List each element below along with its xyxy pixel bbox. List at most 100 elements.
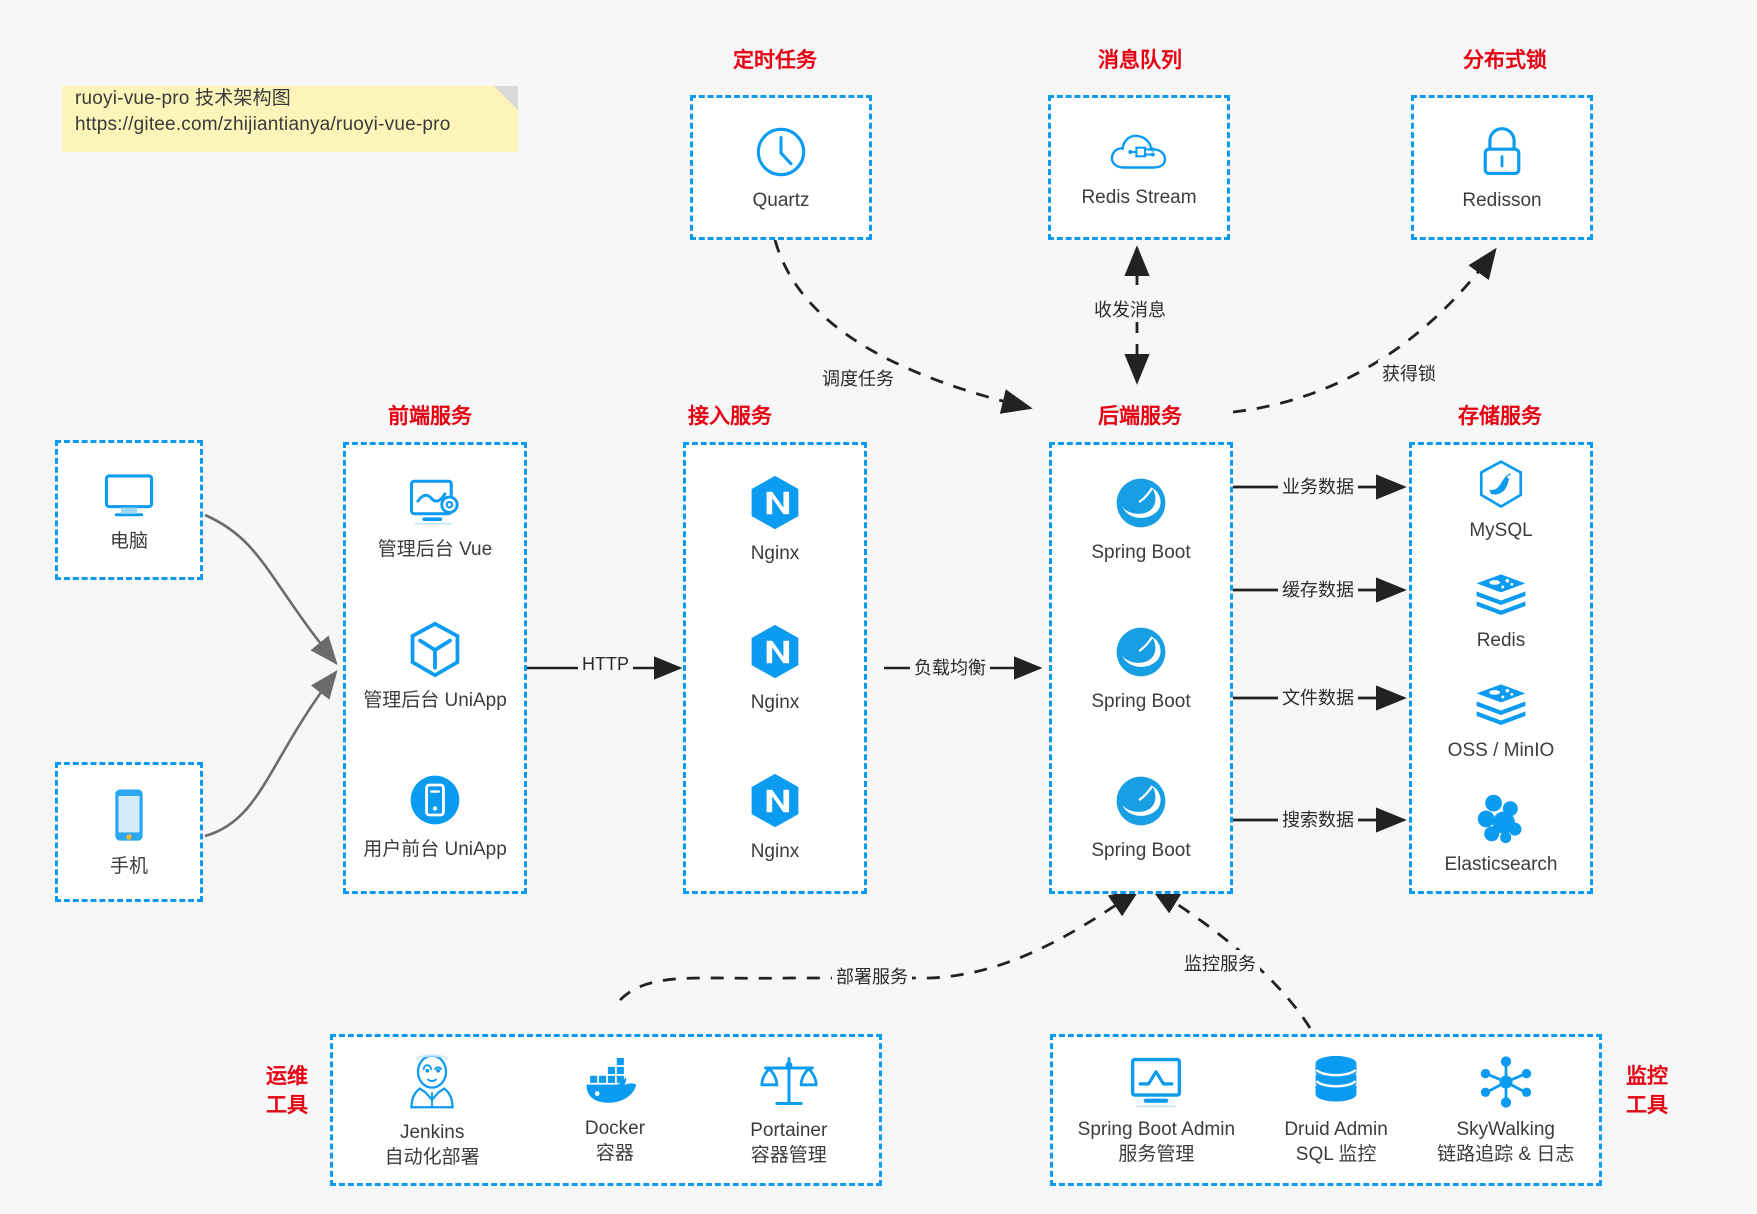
group-title-distributed-lock: 分布式锁: [1463, 49, 1547, 72]
edge-label-file-data: 文件数据: [1278, 684, 1358, 710]
group-box-frontend: 管理后台 Vue 管理后台 UniApp 用户前台 UniApp: [343, 442, 527, 894]
edge-label-send-receive-message: 收发消息: [1090, 296, 1170, 322]
group-box-backend: Spring Boot Spring Boot Spring Boot: [1049, 442, 1233, 894]
group-title-devops: 运维 工具: [252, 1062, 322, 1120]
node-jenkins[interactable]: Jenkins 自动化部署: [385, 1051, 480, 1170]
node-druid-admin[interactable]: Druid Admin SQL 监控: [1284, 1054, 1388, 1167]
node-spring-boot-1[interactable]: Spring Boot: [1091, 473, 1191, 565]
note-line-1: ruoyi-vue-pro 技术架构图: [75, 88, 292, 109]
edge-label-business-data: 业务数据: [1278, 473, 1358, 499]
node-redisson[interactable]: Redisson: [1462, 123, 1542, 213]
group-title-storage: 存储服务: [1458, 405, 1542, 428]
node-elasticsearch[interactable]: Elasticsearch: [1445, 791, 1558, 877]
node-label-mobile: 手机: [109, 856, 148, 877]
group-title-message-queue: 消息队列: [1098, 49, 1182, 72]
node-label-quartz: Quartz: [752, 189, 810, 211]
group-title-backend: 后端服务: [1098, 405, 1182, 428]
node-label-mysql: MySQL: [1469, 520, 1533, 541]
database-icon: [1315, 1055, 1357, 1102]
edge-label-schedule-task: 调度任务: [818, 365, 898, 391]
node-sublabel-jenkins: 自动化部署: [384, 1146, 480, 1168]
node-label-elasticsearch: Elasticsearch: [1444, 854, 1558, 875]
node-label-nginx-1: Nginx: [750, 543, 800, 565]
edge-label-cache-data: 缓存数据: [1278, 576, 1358, 602]
node-nginx-3[interactable]: Nginx: [746, 770, 804, 864]
node-label-nginx-3: Nginx: [750, 840, 800, 862]
edge-label-acquire-lock: 获得锁: [1378, 360, 1440, 386]
node-mysql[interactable]: MySQL: [1469, 459, 1533, 543]
group-title-monitor: 监控 工具: [1612, 1062, 1682, 1120]
node-label-skywalking: SkyWalking: [1456, 1118, 1555, 1140]
node-label-redisson: Redisson: [1462, 189, 1542, 211]
node-docker[interactable]: Docker 容器: [583, 1055, 647, 1166]
node-desktop[interactable]: 电脑: [98, 466, 160, 554]
group-box-client-mobile: 手机: [55, 762, 203, 902]
group-title-frontend: 前端服务: [388, 405, 472, 428]
node-label-docker: Docker: [584, 1117, 646, 1139]
diagram-note: ruoyi-vue-pro 技术架构图 https://gitee.com/zh…: [62, 86, 518, 152]
mysql-icon: [1479, 460, 1523, 509]
skywalking-icon: [1480, 1055, 1531, 1108]
nginx-icon: [751, 624, 799, 679]
group-box-client-desktop: 电脑: [55, 440, 203, 580]
phone-circle-icon: [410, 775, 460, 825]
group-title-devops-line-2: 工具: [266, 1094, 308, 1117]
node-spring-boot-2[interactable]: Spring Boot: [1091, 622, 1191, 714]
node-mobile[interactable]: 手机: [107, 785, 151, 879]
node-user-uniapp[interactable]: 用户前台 UniApp: [363, 770, 507, 862]
group-box-message-queue: Redis Stream: [1048, 95, 1230, 240]
node-oss-minio[interactable]: OSS / MinIO: [1447, 681, 1555, 763]
group-title-monitor-line-2: 工具: [1626, 1094, 1668, 1117]
node-label-redis: Redis: [1476, 630, 1526, 651]
note-fold-icon: [494, 86, 518, 110]
redis-icon: [1476, 574, 1526, 615]
node-label-admin-vue: 管理后台 Vue: [377, 538, 493, 560]
dashboard-gear-icon: [409, 479, 459, 525]
group-title-devops-line-1: 运维: [266, 1065, 308, 1088]
spring-icon: [1116, 478, 1166, 528]
lock-icon: [1483, 126, 1521, 175]
node-spring-boot-admin[interactable]: Spring Boot Admin 服务管理: [1078, 1054, 1235, 1167]
node-label-spring-boot-3: Spring Boot: [1091, 839, 1191, 861]
group-box-distributed-lock: Redisson: [1411, 95, 1593, 240]
nginx-icon: [751, 476, 799, 530]
node-spring-boot-3[interactable]: Spring Boot: [1091, 771, 1191, 863]
nginx-icon: [751, 773, 799, 827]
oss-icon: [1476, 684, 1526, 725]
group-title-gateway: 接入服务: [688, 405, 772, 428]
node-admin-vue[interactable]: 管理后台 Vue: [378, 474, 492, 562]
monitor-chart-icon: [1131, 1057, 1182, 1107]
node-label-spring-boot-2: Spring Boot: [1091, 690, 1191, 712]
node-portainer[interactable]: Portainer 容器管理: [750, 1053, 827, 1168]
node-label-spring-boot-admin: Spring Boot Admin: [1077, 1118, 1236, 1140]
node-label-desktop: 电脑: [109, 531, 148, 552]
node-sublabel-docker: 容器: [595, 1142, 634, 1164]
group-box-scheduled-task: Quartz: [690, 95, 872, 240]
portainer-scale-icon: [760, 1056, 818, 1105]
cloud-stream-icon: [1110, 134, 1167, 169]
group-box-storage: MySQL Redis: [1409, 442, 1593, 894]
edge-label-search-data: 搜索数据: [1278, 806, 1358, 832]
spring-icon: [1116, 627, 1166, 677]
node-label-spring-boot-1: Spring Boot: [1091, 542, 1191, 564]
node-admin-uniapp[interactable]: 管理后台 UniApp: [363, 619, 507, 713]
group-title-monitor-line-1: 监控: [1626, 1065, 1668, 1088]
node-quartz[interactable]: Quartz: [752, 123, 810, 213]
node-label-nginx-2: Nginx: [750, 691, 800, 713]
group-title-scheduled-task: 定时任务: [733, 49, 817, 72]
node-label-oss-minio: OSS / MinIO: [1447, 740, 1555, 761]
node-nginx-1[interactable]: Nginx: [746, 472, 804, 566]
node-skywalking[interactable]: SkyWalking 链路追踪 & 日志: [1437, 1054, 1574, 1167]
node-label-admin-uniapp: 管理后台 UniApp: [363, 689, 507, 711]
note-line-2: https://gitee.com/zhijiantianya/ruoyi-vu…: [75, 114, 451, 135]
node-label-user-uniapp: 用户前台 UniApp: [363, 839, 507, 861]
node-label-jenkins: Jenkins: [399, 1121, 465, 1143]
node-nginx-2[interactable]: Nginx: [746, 621, 804, 715]
node-label-druid-admin: Druid Admin: [1284, 1118, 1388, 1140]
desktop-icon: [104, 474, 154, 517]
node-label-redis-stream: Redis Stream: [1081, 186, 1197, 208]
node-redis[interactable]: Redis: [1473, 571, 1529, 653]
node-redis-stream[interactable]: Redis Stream: [1081, 126, 1197, 210]
edge-label-load-balance: 负载均衡: [910, 654, 990, 680]
